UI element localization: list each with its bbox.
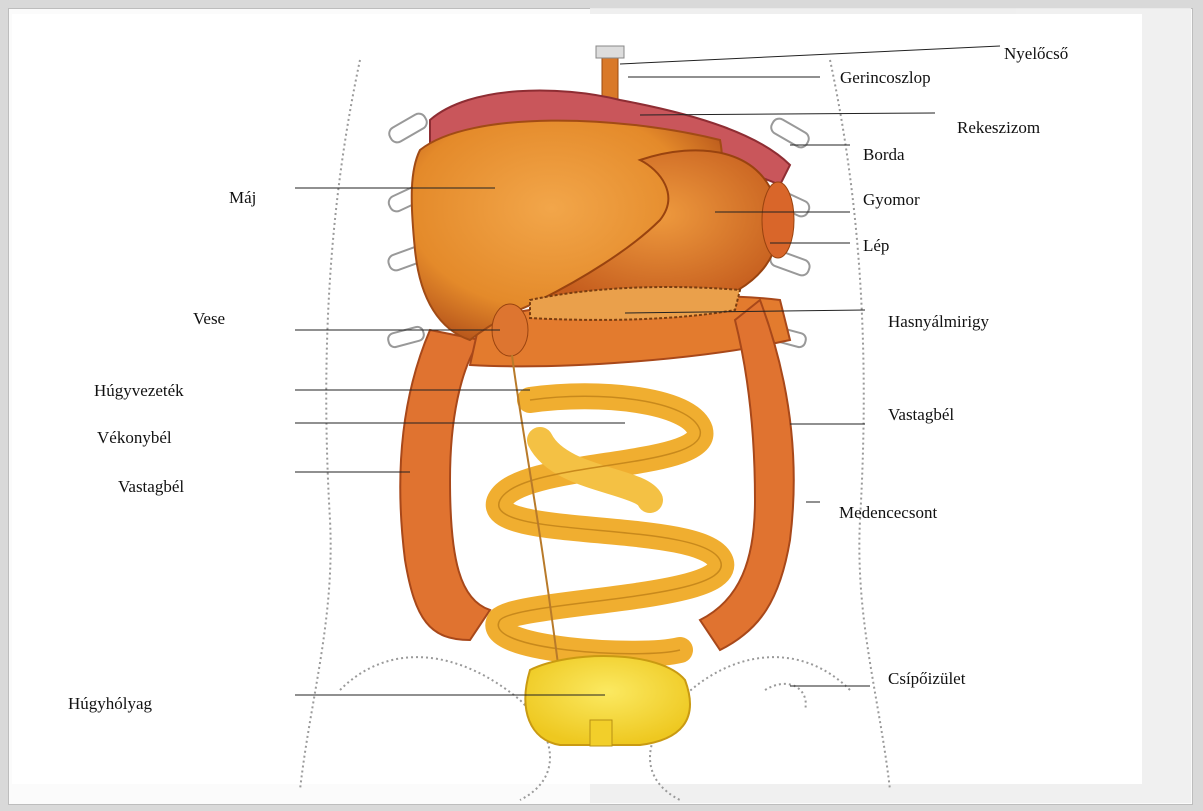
small-intestine-shape <box>498 396 721 654</box>
label-hasnyalmirigy: Hasnyálmirigy <box>888 312 989 332</box>
label-medencecsont: Medencecsont <box>839 503 937 523</box>
label-gerincoszlop: Gerincoszlop <box>840 68 931 88</box>
urethra-shape <box>590 720 612 746</box>
label-csipoizulet: Csípőizület <box>888 669 965 689</box>
label-maj: Máj <box>229 188 256 208</box>
label-vese: Vese <box>193 309 225 329</box>
label-hugyvezetek: Húgyvezeték <box>94 381 184 401</box>
label-hugyholyag: Húgyhólyag <box>68 694 152 714</box>
spine-vertebra <box>596 46 624 58</box>
label-borda: Borda <box>863 145 905 165</box>
label-vastagbel-left: Vastagbél <box>118 477 184 497</box>
ascending-colon-shape <box>400 330 490 640</box>
label-vastagbel-right: Vastagbél <box>888 405 954 425</box>
label-vekonybel: Vékonybél <box>97 428 172 448</box>
label-gyomor: Gyomor <box>863 190 920 210</box>
spleen-shape <box>762 182 794 258</box>
label-lep: Lép <box>863 236 889 256</box>
leader-line-nyelocso <box>620 46 1000 64</box>
label-rekeszizom: Rekeszizom <box>957 118 1040 138</box>
label-nyelocso: Nyelőcső <box>1004 44 1068 64</box>
